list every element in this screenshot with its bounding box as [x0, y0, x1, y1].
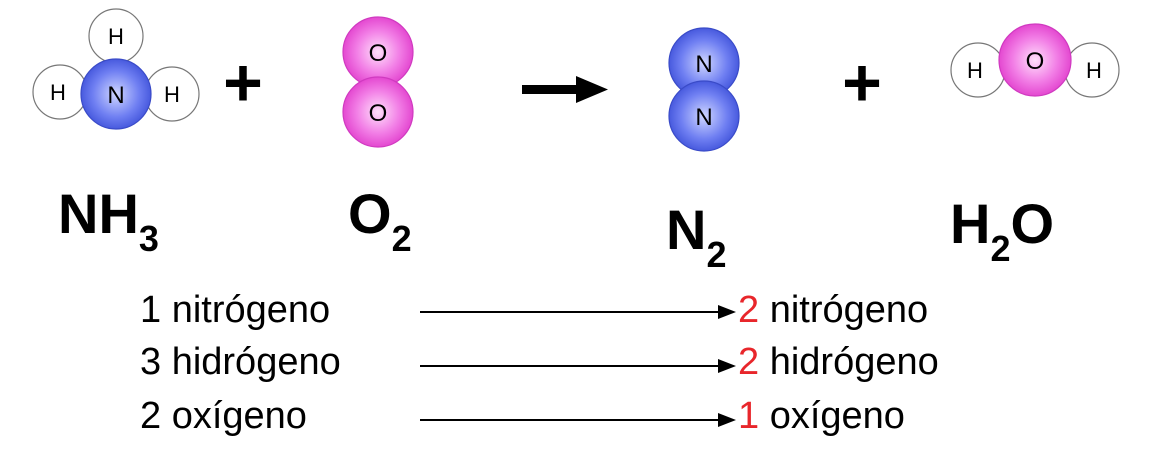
- nitrogen-label-1: N: [695, 51, 712, 78]
- balance-arrow-line-3: [420, 419, 720, 421]
- oxygen-atom-2: [342, 76, 414, 148]
- ammonia-label-h-left: H: [50, 80, 66, 105]
- balance-arrow-line-2: [420, 365, 720, 367]
- water-label-h-left: H: [967, 58, 983, 83]
- balance-coefficient-hydrogen: 2: [738, 341, 760, 383]
- plus-sign-2: +: [842, 45, 882, 121]
- balance-arrow-head-2: [718, 359, 736, 373]
- molecule-models: H H N H + O O N N +: [32, 8, 1120, 152]
- formula-nitrogen: N2: [666, 202, 726, 276]
- formula-oxygen-subscript: 2: [391, 218, 412, 259]
- nitrogen-molecule: N N: [668, 27, 740, 152]
- water-label-h-right: H: [1086, 58, 1102, 83]
- oxygen-label-1: O: [369, 40, 388, 67]
- balance-coefficient-nitrogen: 2: [738, 289, 760, 331]
- balance-right-label-oxygen: oxígeno: [759, 395, 905, 437]
- balance-arrow-line-1: [420, 311, 720, 313]
- formula-water-tail: O: [1010, 192, 1055, 255]
- ammonia-label-h-right: H: [164, 82, 180, 107]
- formula-nitrogen-subscript: 2: [706, 234, 727, 275]
- ammonia-label-h-top: H: [108, 24, 124, 49]
- oxygen-molecule: O O: [342, 16, 414, 148]
- water-label-o: O: [1026, 48, 1045, 75]
- nitrogen-label-2: N: [695, 104, 712, 131]
- balance-right-nitrogen: 2 nitrógeno: [738, 290, 928, 330]
- water-molecule: H O H: [950, 23, 1120, 98]
- formula-oxygen-main: O: [348, 182, 392, 245]
- plus-sign-1: +: [223, 45, 263, 121]
- balance-coefficient-oxygen: 1: [738, 395, 760, 437]
- balance-left-hydrogen: 3 hidrógeno: [140, 341, 341, 383]
- ammonia-atom-n: [80, 58, 152, 130]
- formula-nitrogen-main: N: [666, 198, 707, 261]
- balance-right-label-nitrogen: nitrógeno: [759, 289, 929, 331]
- formula-ammonia-subscript: 3: [138, 218, 159, 259]
- balance-left-nitrogen: 1 nitrógeno: [140, 289, 331, 331]
- water-atom-o: [998, 23, 1072, 97]
- balance-arrow-head-1: [718, 305, 736, 319]
- balance-arrow-head-3: [718, 413, 736, 427]
- formula-ammonia-main: NH: [58, 182, 139, 245]
- ammonia-molecule: H H N H: [32, 8, 200, 130]
- formula-water-main: H: [950, 192, 991, 255]
- formula-ammonia: NH3: [58, 186, 159, 260]
- ammonia-label-n: N: [107, 82, 124, 109]
- balance-right-label-hydrogen: hidrógeno: [759, 341, 939, 383]
- balance-right-oxygen: 1 oxígeno: [738, 396, 905, 436]
- balance-left-oxygen: 2 oxígeno: [140, 395, 307, 437]
- reaction-arrow: [522, 76, 608, 103]
- oxygen-label-2: O: [369, 100, 388, 127]
- balance-right-hydrogen: 2 hidrógeno: [738, 342, 939, 382]
- formula-oxygen: O2: [348, 186, 412, 260]
- nitrogen-atom-2: [668, 80, 740, 152]
- formula-water: H2O: [950, 196, 1054, 270]
- formula-water-subscript: 2: [990, 228, 1011, 269]
